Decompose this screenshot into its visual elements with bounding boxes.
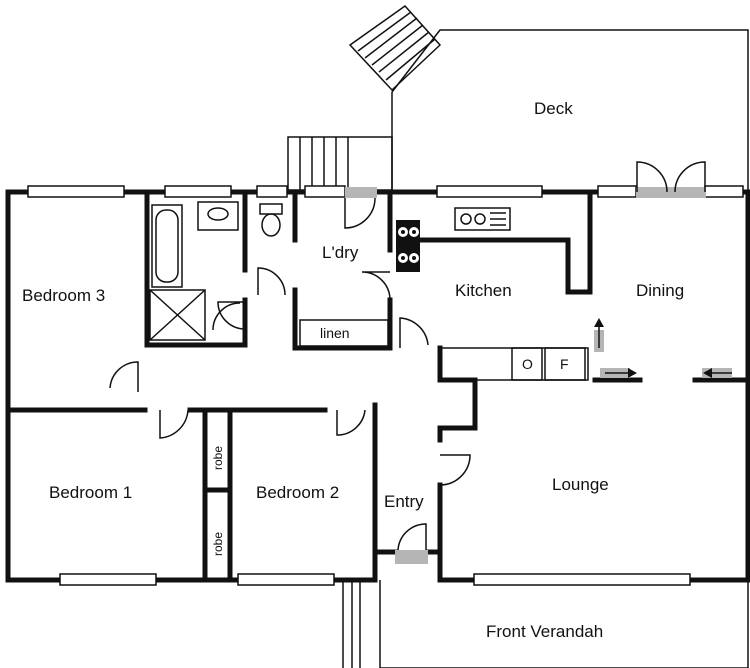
door-hall-kitchen (399, 317, 429, 348)
deck-area (287, 5, 749, 191)
window-wc (256, 185, 288, 198)
front-verandah-area (342, 580, 749, 668)
window-bedroom2 (237, 573, 335, 586)
window-kitchen (436, 185, 543, 198)
door-bedroom1 (159, 409, 189, 439)
door-front (397, 523, 427, 551)
kitchen-sink (454, 207, 511, 231)
label-fridge: F (560, 356, 569, 372)
linen-cupboard (299, 319, 389, 347)
arrows (594, 318, 732, 378)
window-dining-left (597, 185, 637, 198)
label-bedroom1: Bedroom 1 (49, 483, 132, 502)
deck-stairs-diagonal (348, 5, 442, 92)
windows (27, 185, 744, 586)
door-laundry (361, 271, 391, 301)
label-bedroom3: Bedroom 3 (22, 286, 105, 305)
label-lounge: Lounge (552, 475, 609, 494)
doors (109, 161, 706, 551)
kitchen-bench-island (439, 347, 589, 381)
window-dining-right (704, 185, 744, 198)
window-bath (164, 185, 232, 198)
exterior-walls (5, 189, 750, 583)
shower (149, 289, 206, 341)
door-bedroom3 (109, 361, 139, 392)
bathtub (151, 204, 183, 288)
arrow-right-icon (600, 368, 637, 378)
door-deck-dining (636, 161, 706, 193)
label-linen: linen (320, 325, 350, 341)
thresholds (345, 187, 706, 564)
label-front-verandah: Front Verandah (486, 622, 603, 641)
arrow-left-icon (702, 368, 732, 378)
door-bath (217, 301, 246, 330)
arrow-up-icon (594, 318, 604, 352)
label-bedroom2: Bedroom 2 (256, 483, 339, 502)
room-labels: Deck Bedroom 3 L'dry Kitchen Dining line… (22, 99, 684, 641)
door-bedroom2 (336, 409, 366, 436)
laundry-steps (287, 136, 393, 191)
window-lounge (473, 573, 691, 586)
label-entry: Entry (384, 492, 424, 511)
label-kitchen: Kitchen (455, 281, 512, 300)
door-entry-side (439, 454, 471, 486)
label-robe-lower: robe (211, 532, 225, 556)
label-robe-upper: robe (211, 446, 225, 470)
label-deck: Deck (534, 99, 573, 118)
window-bedroom3 (27, 185, 125, 198)
label-dining: Dining (636, 281, 684, 300)
interior-walls (5, 189, 750, 583)
fixtures (149, 201, 589, 381)
door-laundry-exterior (344, 197, 376, 229)
door-wc (257, 267, 286, 296)
toilet (259, 203, 283, 237)
bath-vanity (197, 201, 239, 231)
window-laundry (304, 185, 346, 198)
window-bedroom1 (59, 573, 157, 586)
door-bath2 (212, 302, 241, 331)
label-laundry: L'dry (322, 243, 359, 262)
label-oven: O (522, 356, 533, 372)
cooktop (396, 220, 420, 272)
